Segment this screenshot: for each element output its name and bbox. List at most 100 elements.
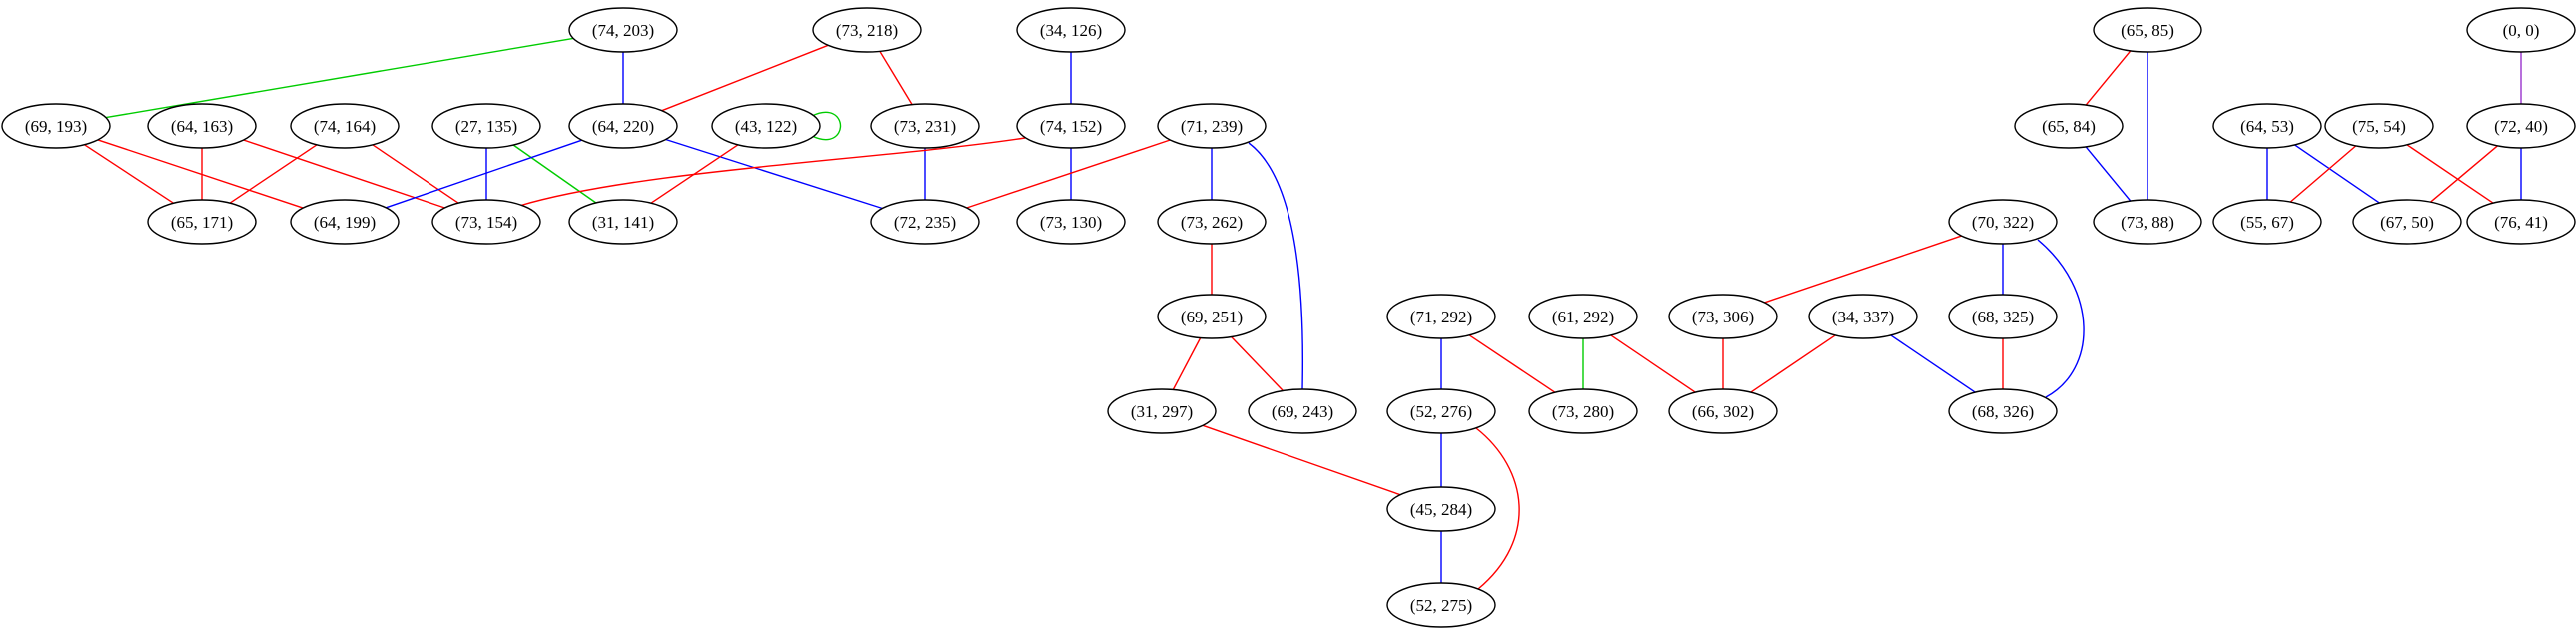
node-ellipse	[568, 7, 678, 53]
node-label: (64, 220)	[592, 117, 654, 136]
edge-n43_122-n43_122	[811, 111, 842, 141]
node-label: (69, 251)	[1181, 308, 1243, 326]
edge-n64_53-n67_50	[2294, 144, 2380, 204]
graph-node-n73_130: (73, 130)	[1016, 199, 1126, 245]
graph-node-n65_171: (65, 171)	[147, 199, 257, 245]
node-label: (65, 171)	[171, 213, 233, 232]
node-ellipse	[568, 199, 678, 245]
edges-layer	[84, 37, 2522, 590]
graph-node-n67_50: (67, 50)	[2352, 199, 2462, 245]
node-ellipse	[2212, 199, 2322, 245]
edge-n73_218-n73_231	[879, 51, 913, 105]
node-ellipse	[431, 103, 541, 149]
node-label: (68, 325)	[1972, 308, 2034, 326]
node-ellipse	[2212, 103, 2322, 149]
node-ellipse	[1386, 582, 1496, 628]
node-label: (61, 292)	[1552, 308, 1614, 326]
edge-n31_297-n45_284	[1202, 424, 1401, 496]
node-ellipse	[290, 103, 400, 149]
node-ellipse	[431, 199, 541, 245]
graph-node-n73_231: (73, 231)	[870, 103, 980, 149]
node-ellipse	[1808, 294, 1918, 339]
edge-n64_163-n73_154	[243, 139, 445, 209]
node-label: (55, 67)	[2240, 213, 2294, 232]
node-label: (31, 297)	[1131, 402, 1193, 421]
graph-node-n64_53: (64, 53)	[2212, 103, 2322, 149]
edge-n75_54-n55_67	[2289, 145, 2357, 203]
node-label: (73, 306)	[1692, 308, 1754, 326]
graph-node-n74_203: (74, 203)	[568, 7, 678, 53]
graph-node-n70_322: (70, 322)	[1948, 199, 2058, 245]
edge-n75_54-n76_41	[2406, 144, 2494, 204]
edge-n65_84-n73_88	[2085, 146, 2132, 202]
node-label: (73, 88)	[2121, 213, 2174, 232]
node-ellipse	[1157, 199, 1267, 245]
node-label: (67, 50)	[2380, 213, 2434, 232]
edge-n69_251-n31_297	[1172, 337, 1202, 390]
node-ellipse	[2014, 103, 2124, 149]
node-label: (52, 276)	[1410, 402, 1472, 421]
edge-n34_337-n66_302	[1750, 334, 1836, 393]
graph-node-n0_0: (0, 0)	[2466, 7, 2576, 53]
edge-n70_322-n68_326	[2037, 239, 2085, 398]
edge-n69_251-n69_243	[1231, 336, 1284, 391]
node-ellipse	[1668, 294, 1778, 339]
node-ellipse	[1668, 388, 1778, 434]
edge-n64_220-n72_235	[665, 138, 883, 210]
graph-node-n71_292: (71, 292)	[1386, 294, 1496, 339]
graph-node-n45_284: (45, 284)	[1386, 486, 1496, 532]
graph-node-n71_239: (71, 239)	[1157, 103, 1267, 149]
graph-node-n68_325: (68, 325)	[1948, 294, 2058, 339]
node-label: (73, 280)	[1552, 402, 1614, 421]
graph-node-n64_199: (64, 199)	[290, 199, 400, 245]
edge-n70_322-n73_306	[1764, 235, 1962, 304]
node-ellipse	[1248, 388, 1357, 434]
node-ellipse	[1528, 294, 1638, 339]
node-ellipse	[2466, 103, 2576, 149]
node-ellipse	[1, 103, 111, 149]
node-label: (31, 141)	[592, 213, 654, 232]
node-ellipse	[1948, 388, 2058, 434]
node-ellipse	[2093, 199, 2202, 245]
node-label: (73, 154)	[455, 213, 517, 232]
node-label: (52, 275)	[1410, 596, 1472, 615]
node-label: (64, 53)	[2240, 117, 2294, 136]
node-ellipse	[147, 103, 257, 149]
node-ellipse	[1016, 7, 1126, 53]
graph-node-n69_251: (69, 251)	[1157, 294, 1267, 339]
graph-node-n64_163: (64, 163)	[147, 103, 257, 149]
node-ellipse	[2466, 199, 2576, 245]
graph-node-n69_243: (69, 243)	[1248, 388, 1357, 434]
node-ellipse	[1016, 199, 1126, 245]
node-label: (75, 54)	[2352, 117, 2406, 136]
edge-n73_218-n64_220	[661, 44, 829, 112]
edge-n74_152-n73_154	[518, 137, 1026, 207]
graph-node-n74_152: (74, 152)	[1016, 103, 1126, 149]
graph-node-n65_85: (65, 85)	[2093, 7, 2202, 53]
graph-node-n31_141: (31, 141)	[568, 199, 678, 245]
graph-node-n75_54: (75, 54)	[2324, 103, 2434, 149]
graph-node-n43_122: (43, 122)	[711, 103, 821, 149]
edge-n72_40-n67_50	[2430, 145, 2498, 203]
node-ellipse	[568, 103, 678, 149]
node-ellipse	[1948, 199, 2058, 245]
node-label: (71, 292)	[1410, 308, 1472, 326]
graph-node-n73_88: (73, 88)	[2093, 199, 2202, 245]
edge-n61_292-n66_302	[1610, 334, 1696, 393]
node-ellipse	[1107, 388, 1217, 434]
graph-node-n73_280: (73, 280)	[1528, 388, 1638, 434]
edge-n74_164-n73_154	[372, 144, 459, 204]
graph-node-n34_126: (34, 126)	[1016, 7, 1126, 53]
node-ellipse	[147, 199, 257, 245]
node-ellipse	[1528, 388, 1638, 434]
graph-node-n52_276: (52, 276)	[1386, 388, 1496, 434]
graph-node-n73_262: (73, 262)	[1157, 199, 1267, 245]
node-label: (65, 85)	[2121, 21, 2174, 40]
edge-n74_164-n65_171	[229, 144, 318, 204]
edge-n65_85-n65_84	[2085, 50, 2132, 106]
node-label: (72, 40)	[2494, 117, 2548, 136]
edge-n71_239-n69_243	[1248, 142, 1304, 390]
node-label: (64, 163)	[171, 117, 233, 136]
node-label: (68, 326)	[1972, 402, 2034, 421]
node-ellipse	[290, 199, 400, 245]
